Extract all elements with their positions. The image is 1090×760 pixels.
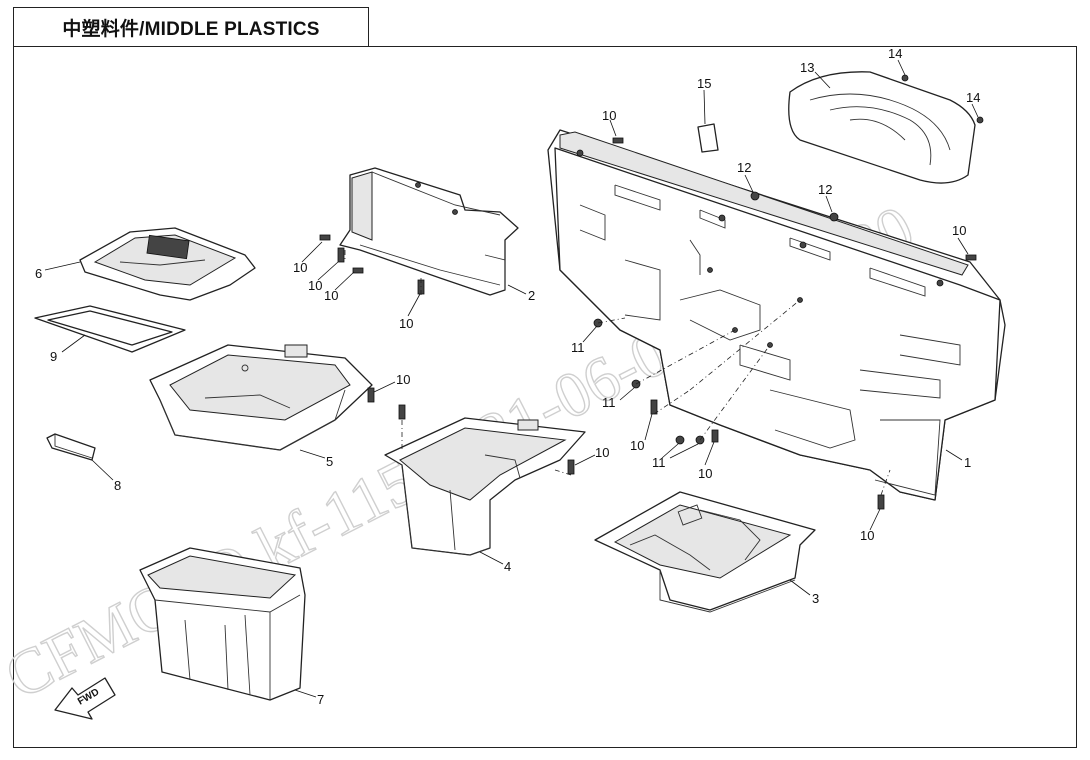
- callout-10: 10: [396, 372, 410, 387]
- part-13-cover: [788, 71, 976, 184]
- clip-10: [367, 387, 375, 403]
- clip-10: [965, 254, 977, 261]
- callout-4: 4: [504, 559, 511, 574]
- page-title: 中塑料件/MIDDLE PLASTICS: [62, 18, 320, 40]
- callout-10: 10: [293, 260, 307, 275]
- clip-10: [319, 234, 331, 241]
- part-6-lid: [79, 227, 256, 301]
- part-15-label: [697, 123, 719, 153]
- callout-10: 10: [595, 445, 609, 460]
- part-2-side-bracket: [339, 167, 519, 296]
- callout-11: 11: [602, 395, 616, 410]
- callout-15: 15: [697, 76, 711, 91]
- callout-12: 12: [818, 182, 832, 197]
- callout-14: 14: [888, 46, 902, 61]
- callout-9: 9: [50, 349, 57, 364]
- callout-10: 10: [952, 223, 966, 238]
- title-box: 中塑料件/MIDDLE PLASTICS: [13, 7, 369, 47]
- callout-10: 10: [324, 288, 338, 303]
- callout-11: 11: [571, 340, 585, 355]
- callout-7: 7: [317, 692, 324, 707]
- callout-8: 8: [114, 478, 121, 493]
- part-7-basket: [139, 547, 306, 701]
- callout-10: 10: [308, 278, 322, 293]
- callout-11: 11: [652, 455, 666, 470]
- part-1-rear-panel: [547, 129, 1006, 501]
- callout-10: 10: [860, 528, 874, 543]
- leader-lines: [44, 59, 979, 698]
- clip-10: [352, 267, 364, 274]
- clip-10: [567, 459, 575, 475]
- callout-10: 10: [602, 108, 616, 123]
- callout-2: 2: [528, 288, 535, 303]
- callout-12: 12: [737, 160, 751, 175]
- drawing-frame: [13, 46, 1077, 748]
- callout-10: 10: [630, 438, 644, 453]
- clip-10: [612, 137, 624, 144]
- clip-10: [398, 404, 406, 420]
- part-3-floor-tray: [594, 491, 816, 613]
- part-8-small-bar: [46, 433, 96, 461]
- callout-5: 5: [326, 454, 333, 469]
- part-9-gasket: [34, 305, 186, 353]
- fwd-arrow: FWD: [54, 677, 116, 720]
- clip-10: [650, 399, 658, 415]
- callout-13: 13: [800, 60, 814, 75]
- callouts: 1 2 3 4 5 6 7 8 9 10 10 10 10 10 10 10 1…: [35, 46, 980, 707]
- callout-1: 1: [964, 455, 971, 470]
- callout-14: 14: [966, 90, 980, 105]
- clip-10: [877, 494, 885, 510]
- callout-10: 10: [698, 466, 712, 481]
- part-4-storage-bin: [384, 417, 586, 556]
- clip-10: [337, 247, 345, 263]
- callout-10: 10: [399, 316, 413, 331]
- clip-10: [711, 429, 719, 443]
- callout-6: 6: [35, 266, 42, 281]
- callout-3: 3: [812, 591, 819, 606]
- part-5-tray: [149, 344, 373, 451]
